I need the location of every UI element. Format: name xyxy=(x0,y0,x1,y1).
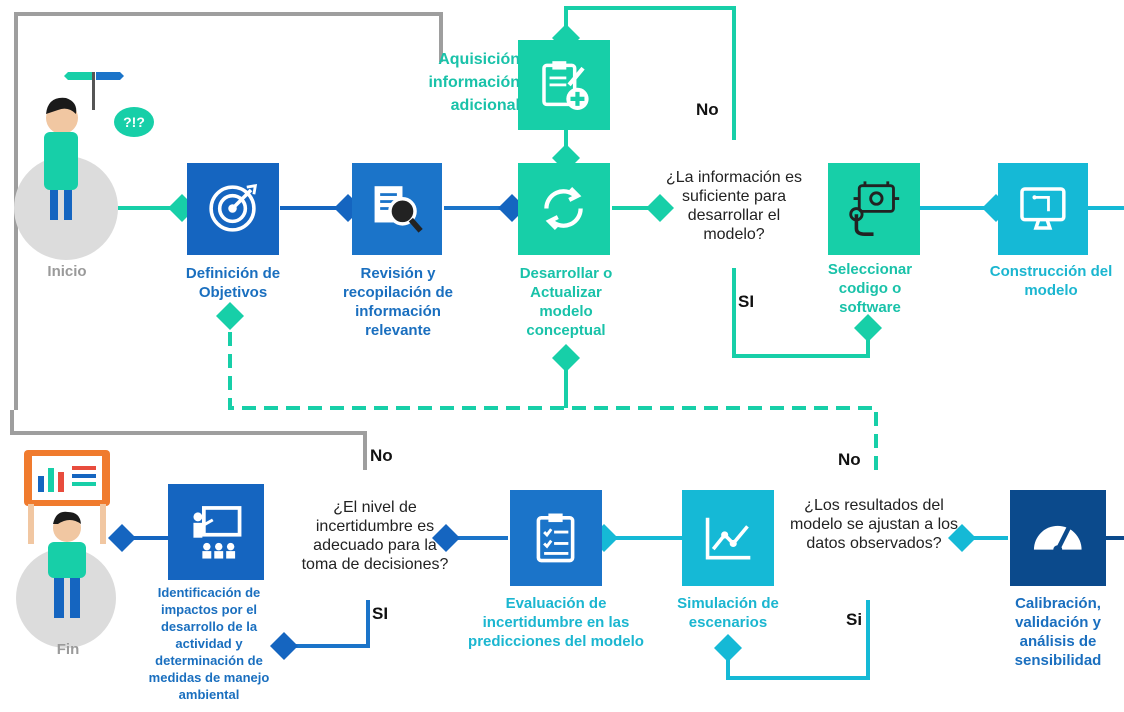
box-evaluacion[interactable] xyxy=(510,490,602,586)
decision-1-no: No xyxy=(696,100,719,119)
touch-circuit-icon xyxy=(849,181,900,237)
celebrating-person-icon xyxy=(24,450,110,618)
decision-2-text: ¿Los resultados del modelo se ajustan a … xyxy=(789,497,959,552)
connector-d3-yes xyxy=(270,600,370,660)
aquisicion-label: Aquisición información adicional xyxy=(428,51,520,114)
construccion-label: Construcción del modelo xyxy=(989,263,1113,299)
presentation-icon xyxy=(193,506,242,559)
clipboard-add-icon xyxy=(542,61,590,111)
seleccionar-label: Seleccionar codigo o software xyxy=(827,261,913,316)
document-search-icon xyxy=(374,186,423,234)
connector-d2-no-dashed xyxy=(216,302,878,470)
line-chart-icon xyxy=(706,518,751,560)
decision-1-yes: SI xyxy=(738,292,755,311)
decision-3-no: No xyxy=(370,446,393,465)
speech-bubble-text: ?!? xyxy=(123,114,145,130)
decision-2-yes: Si xyxy=(846,610,863,629)
refresh-icon xyxy=(544,187,584,231)
revision-label: Revisión y recopilación de información r… xyxy=(342,265,454,339)
monitor-icon xyxy=(1020,187,1066,231)
box-revision[interactable] xyxy=(352,163,442,255)
inicio-label: Inicio xyxy=(47,263,87,280)
objetivos-label: Definición de Objetivos xyxy=(185,265,281,301)
decision-2-no: No xyxy=(838,450,861,469)
gauge-icon xyxy=(1034,525,1082,555)
connector-no-loop-bottom xyxy=(10,410,367,470)
connector-d2-yes xyxy=(714,600,870,680)
connector-d1-yes xyxy=(732,268,882,358)
calibracion-label: Calibración, validación y análisis de se… xyxy=(1014,595,1102,669)
modelo-conceptual-label: Desarrollar o Actualizar modelo conceptu… xyxy=(519,265,613,339)
identificacion-label: Identificación de impactos por el desarr… xyxy=(148,585,270,702)
evaluacion-label: Evaluación de incertidumbre en las predi… xyxy=(468,595,644,650)
box-seleccionar[interactable] xyxy=(828,163,920,255)
thinking-person-icon: ?!? xyxy=(44,72,154,220)
decision-3-text: ¿El nivel de incertidumbre es adecuado p… xyxy=(301,499,449,573)
box-simulacion[interactable] xyxy=(682,490,774,586)
box-identificacion[interactable] xyxy=(168,484,264,580)
box-calibracion[interactable] xyxy=(1010,490,1106,586)
checklist-icon xyxy=(537,513,575,563)
target-icon xyxy=(209,184,258,233)
fin-circle xyxy=(16,548,116,648)
decision-1-text: ¿La información es suficiente para desar… xyxy=(665,169,803,243)
connector-d1-no xyxy=(552,6,736,140)
fin-label: Fin xyxy=(56,641,80,658)
box-objetivos[interactable] xyxy=(187,163,279,255)
box-modelo-conceptual[interactable] xyxy=(518,163,610,255)
box-aquisicion[interactable] xyxy=(518,40,610,130)
decision-3-yes: SI xyxy=(372,604,389,623)
simulacion-label: Simulación de escenarios xyxy=(677,595,779,631)
box-construccion[interactable] xyxy=(998,163,1088,255)
